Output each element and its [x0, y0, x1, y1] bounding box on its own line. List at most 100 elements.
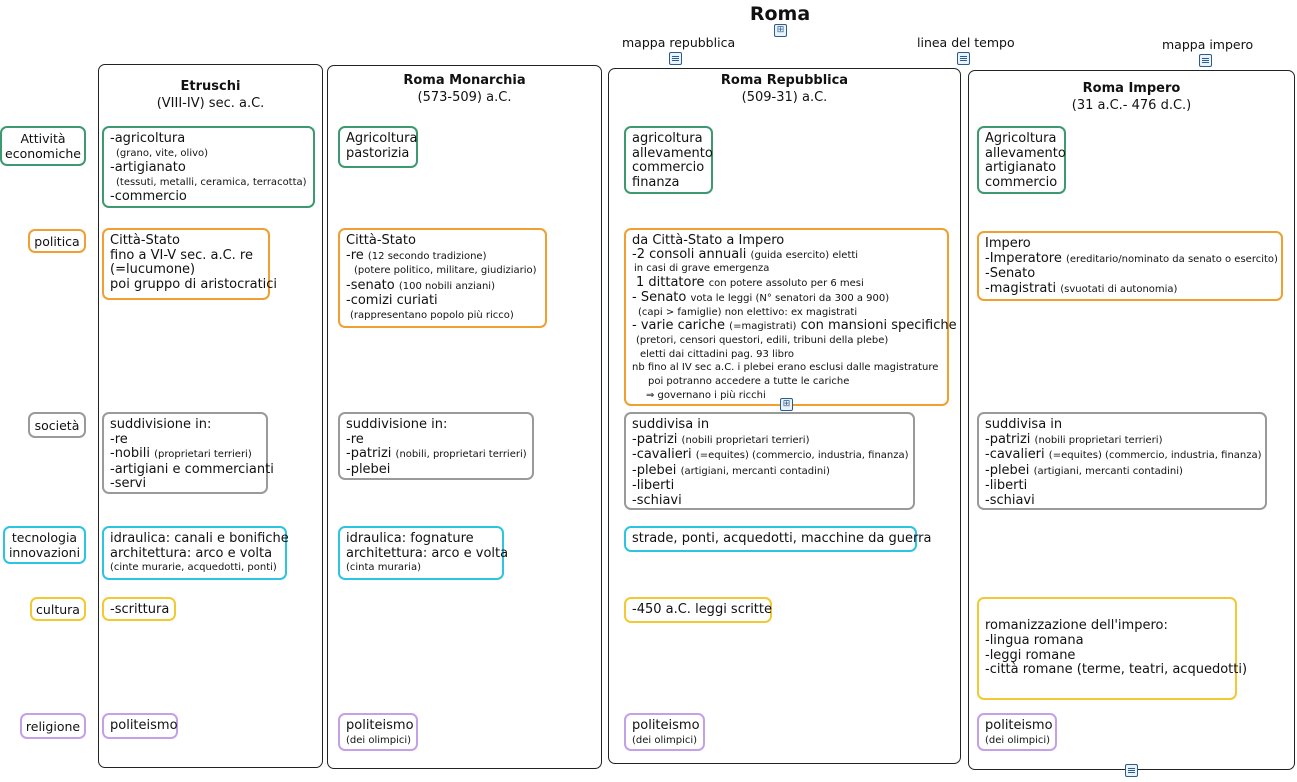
category-religione[interactable]: religione: [20, 713, 86, 739]
repubblica-economia-box[interactable]: agricoltura allevamento commercio finanz…: [624, 126, 713, 194]
item: politeismo: [632, 718, 700, 733]
monarchia-economia-box[interactable]: Agricoltura pastorizia: [338, 126, 418, 168]
impero-politica-box[interactable]: Impero -Imperatore (ereditario/nominato …: [977, 231, 1283, 301]
item: -plebei: [346, 461, 391, 477]
column-name: Etruschi: [180, 79, 241, 94]
repubblica-politica-box[interactable]: da Città-Stato a Impero -2 consoli annua…: [624, 228, 957, 406]
item: -città romane (terme, teatri, acquedotti…: [985, 662, 1248, 678]
column-header-etruschi: Etruschi (VIII-IV) sec. a.C.: [98, 78, 323, 112]
column-repubblica: [608, 68, 961, 764]
etruschi-societa-box[interactable]: suddivisione in: -re -nobili (proprietar…: [102, 412, 274, 494]
item: politeismo: [110, 718, 178, 733]
document-icon[interactable]: [1125, 764, 1138, 777]
item: -comizi curiati: [346, 293, 438, 309]
item-note: (artigiani, mercanti contadini): [680, 465, 830, 477]
item-note: (=equites) (commercio, industria, finanz…: [695, 450, 909, 462]
item-note: vota le leggi (N° senatori da 300 a 900): [690, 292, 890, 304]
etruschi-economia-box[interactable]: -agricoltura (grano, vite, olivo) -artig…: [102, 126, 315, 208]
category-cultura[interactable]: cultura: [30, 597, 86, 621]
item: -re: [110, 431, 128, 447]
repubblica-religione-box[interactable]: politeismo (dei olimpici): [624, 713, 705, 751]
item: -patrizi: [632, 431, 678, 447]
item-note: (tessuti, metalli, ceramica, terracotta): [116, 176, 307, 188]
item: poi gruppo di aristocratici: [110, 276, 278, 292]
item-note: (=equites) (commercio, industria, finanz…: [1048, 450, 1262, 462]
item: -re: [346, 247, 364, 263]
item-note: (proprietari terrieri): [154, 449, 252, 461]
impero-societa-box[interactable]: suddivisa in -patrizi (nobili proprietar…: [977, 412, 1267, 510]
item: artigianato: [985, 160, 1057, 176]
item: - varie cariche: [632, 318, 726, 334]
document-icon[interactable]: [669, 52, 682, 65]
monarchia-religione-box[interactable]: politeismo (dei olimpici): [338, 713, 418, 751]
item-note: (artigiani, mercanti contadini): [1033, 465, 1183, 477]
item: -plebei: [632, 462, 677, 478]
item-note: (dei olimpici): [632, 734, 698, 746]
link-label-linea-del-tempo: linea del tempo: [917, 35, 1015, 50]
item-note: nb fino al IV sec a.C. i plebei erano es…: [632, 362, 939, 374]
impero-economia-box[interactable]: Agricoltura allevamento artigianato comm…: [977, 126, 1066, 194]
column-period: (573-509) a.C.: [417, 90, 512, 105]
item-note: (100 nobili anziani): [398, 280, 495, 292]
column-header-monarchia: Roma Monarchia (573-509) a.C.: [327, 72, 602, 106]
item: politeismo: [346, 718, 414, 733]
item: -scrittura: [110, 602, 170, 617]
item: -Imperatore: [985, 250, 1062, 266]
item: commercio: [632, 160, 705, 176]
item: Agricoltura: [985, 131, 1057, 146]
item-note: poi potranno accedere a tutte le cariche: [648, 376, 850, 388]
document-icon[interactable]: [957, 52, 970, 65]
item-note: (rappresentano popolo più ricco): [350, 309, 514, 321]
etruschi-cultura-box[interactable]: -scrittura: [102, 597, 176, 621]
item: -lingua romana: [985, 632, 1084, 648]
etruschi-tecnologia-box[interactable]: idraulica: canali e bonifiche architettu…: [102, 526, 289, 580]
item-note: (ereditario/nominato da senato o esercit…: [1066, 253, 1278, 265]
impero-religione-box[interactable]: politeismo (dei olimpici): [977, 713, 1057, 751]
category-politica[interactable]: politica: [28, 229, 86, 253]
item: finanza: [632, 174, 680, 190]
repubblica-tecnologia-box[interactable]: strade, ponti, acquedotti, macchine da g…: [624, 526, 931, 552]
repubblica-societa-box[interactable]: suddivisa in -patrizi (nobili proprietar…: [624, 412, 915, 510]
item: commercio: [985, 174, 1058, 190]
item: -magistrati: [985, 280, 1057, 296]
item: -Senato: [985, 266, 1036, 282]
item-note: (grano, vite, olivo): [116, 147, 209, 159]
item: -leggi romane: [985, 647, 1076, 663]
etruschi-religione-box[interactable]: politeismo: [102, 713, 178, 739]
item: Città-Stato: [346, 233, 416, 248]
submap-icon[interactable]: ⊞: [774, 24, 787, 37]
item: -2 consoli annuali: [632, 246, 747, 262]
item: politeismo: [985, 718, 1053, 733]
item: pastorizia: [346, 145, 410, 161]
category-economia[interactable]: Attività economiche: [0, 126, 86, 166]
document-icon[interactable]: [1199, 54, 1212, 67]
impero-cultura-box[interactable]: romanizzazione dell'impero: -lingua roma…: [977, 597, 1248, 700]
column-name: Roma Repubblica: [720, 73, 849, 88]
item-note: con potere assoluto per 6 mesi: [708, 278, 864, 290]
category-tecnologia[interactable]: tecnologia innovazioni: [3, 526, 86, 564]
column-name: Roma Impero: [1082, 81, 1181, 96]
item: -senato: [346, 277, 395, 293]
item: allevamento: [985, 145, 1066, 161]
monarchia-societa-box[interactable]: suddivisione in: -re -patrizi (nobili, p…: [338, 412, 534, 480]
item: -patrizi: [985, 431, 1031, 447]
item-note: ⇒ governano i più ricchi: [646, 389, 766, 401]
item-note: (nobili proprietari terrieri): [1034, 434, 1163, 446]
submap-icon[interactable]: ⊞: [780, 398, 793, 411]
item: -commercio: [110, 189, 187, 205]
item-note: (potere politico, militare, giudiziario): [354, 265, 537, 277]
monarchia-tecnologia-box[interactable]: idraulica: fognature architettura: arco …: [338, 526, 508, 580]
item: -re: [346, 431, 364, 447]
etruschi-politica-box[interactable]: Città-Stato fino a VI-V sec. a.C. re (=l…: [102, 228, 278, 300]
item: -cavalieri: [632, 447, 692, 463]
column-monarchia: [327, 65, 602, 769]
column-header-impero: Roma Impero (31 a.C.- 476 d.C.): [968, 80, 1295, 114]
monarchia-politica-box[interactable]: Città-Stato -re (12 secondo tradizione) …: [338, 228, 547, 328]
item: -agricoltura: [110, 131, 186, 146]
item-note: (svuotati di autonomia): [1060, 283, 1178, 295]
repubblica-cultura-box[interactable]: -450 a.C. leggi scritte: [624, 597, 772, 623]
map-title: Roma: [749, 3, 811, 25]
category-societa[interactable]: società: [28, 412, 86, 438]
item-note: in casi di grave emergenza: [634, 263, 770, 275]
item: -artigianato: [110, 160, 186, 176]
